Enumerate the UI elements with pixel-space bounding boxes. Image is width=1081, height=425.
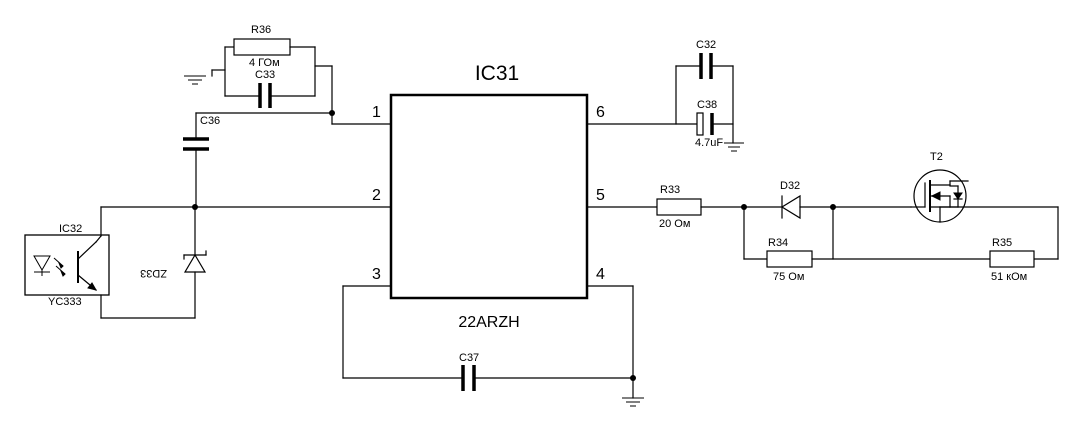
c37-capacitor: C37 <box>342 285 644 407</box>
ic32-part: YC333 <box>48 296 82 308</box>
r34-resistor <box>766 250 813 268</box>
r34-value: 75 Ом <box>773 271 804 283</box>
r36-ref: R36 <box>251 24 271 36</box>
ic31-pin-6: 6 <box>596 104 605 121</box>
ic32-ref: IC32 <box>59 223 82 235</box>
c36-capacitor: C36 <box>183 112 220 210</box>
r36-c33-network: R36 4 ГОм C33 <box>184 24 335 125</box>
ic31-pin-2: 2 <box>372 187 381 204</box>
r35-resistor <box>989 250 1035 268</box>
ic31-chip: IC31 22ARZH 1 2 3 4 5 6 <box>194 62 701 331</box>
r33-value: 20 Ом <box>659 218 690 230</box>
r35-ref: R35 <box>992 237 1012 249</box>
ic31-part-label: 22ARZH <box>458 314 519 331</box>
ic31-ref-label: IC31 <box>475 62 519 85</box>
c37-ref: C37 <box>459 352 479 364</box>
c33-ref: C33 <box>255 69 275 81</box>
ic31-pin-1: 1 <box>372 104 381 121</box>
r33-ref: R33 <box>660 184 680 196</box>
c38-value: 4.7uF <box>695 137 723 149</box>
c38-ref: C38 <box>697 99 717 111</box>
c32-ref: C32 <box>696 39 716 51</box>
c32-c38-network: C32 C38 4.7uF <box>675 39 744 152</box>
c36-ref: C36 <box>200 115 220 127</box>
r36-resistor <box>233 38 291 56</box>
r33-resistor <box>656 198 702 216</box>
ic31-pin-4: 4 <box>596 266 605 283</box>
zd33-zener: ZD33 <box>140 206 207 319</box>
ic31-pin-3: 3 <box>372 266 381 283</box>
output-network: R33 20 Ом D32 R34 75 Ом <box>656 151 1059 283</box>
r34-ref: R34 <box>768 237 788 249</box>
d32-ref: D32 <box>780 180 800 192</box>
t2-ref: T2 <box>930 151 943 163</box>
zd33-ref: ZD33 <box>140 267 167 279</box>
r35-value: 51 кОм <box>991 271 1027 283</box>
ic31-pin-5: 5 <box>596 187 605 204</box>
r36-value: 4 ГОм <box>249 57 280 69</box>
ic32-optocoupler: IC32 YC333 <box>24 206 196 319</box>
